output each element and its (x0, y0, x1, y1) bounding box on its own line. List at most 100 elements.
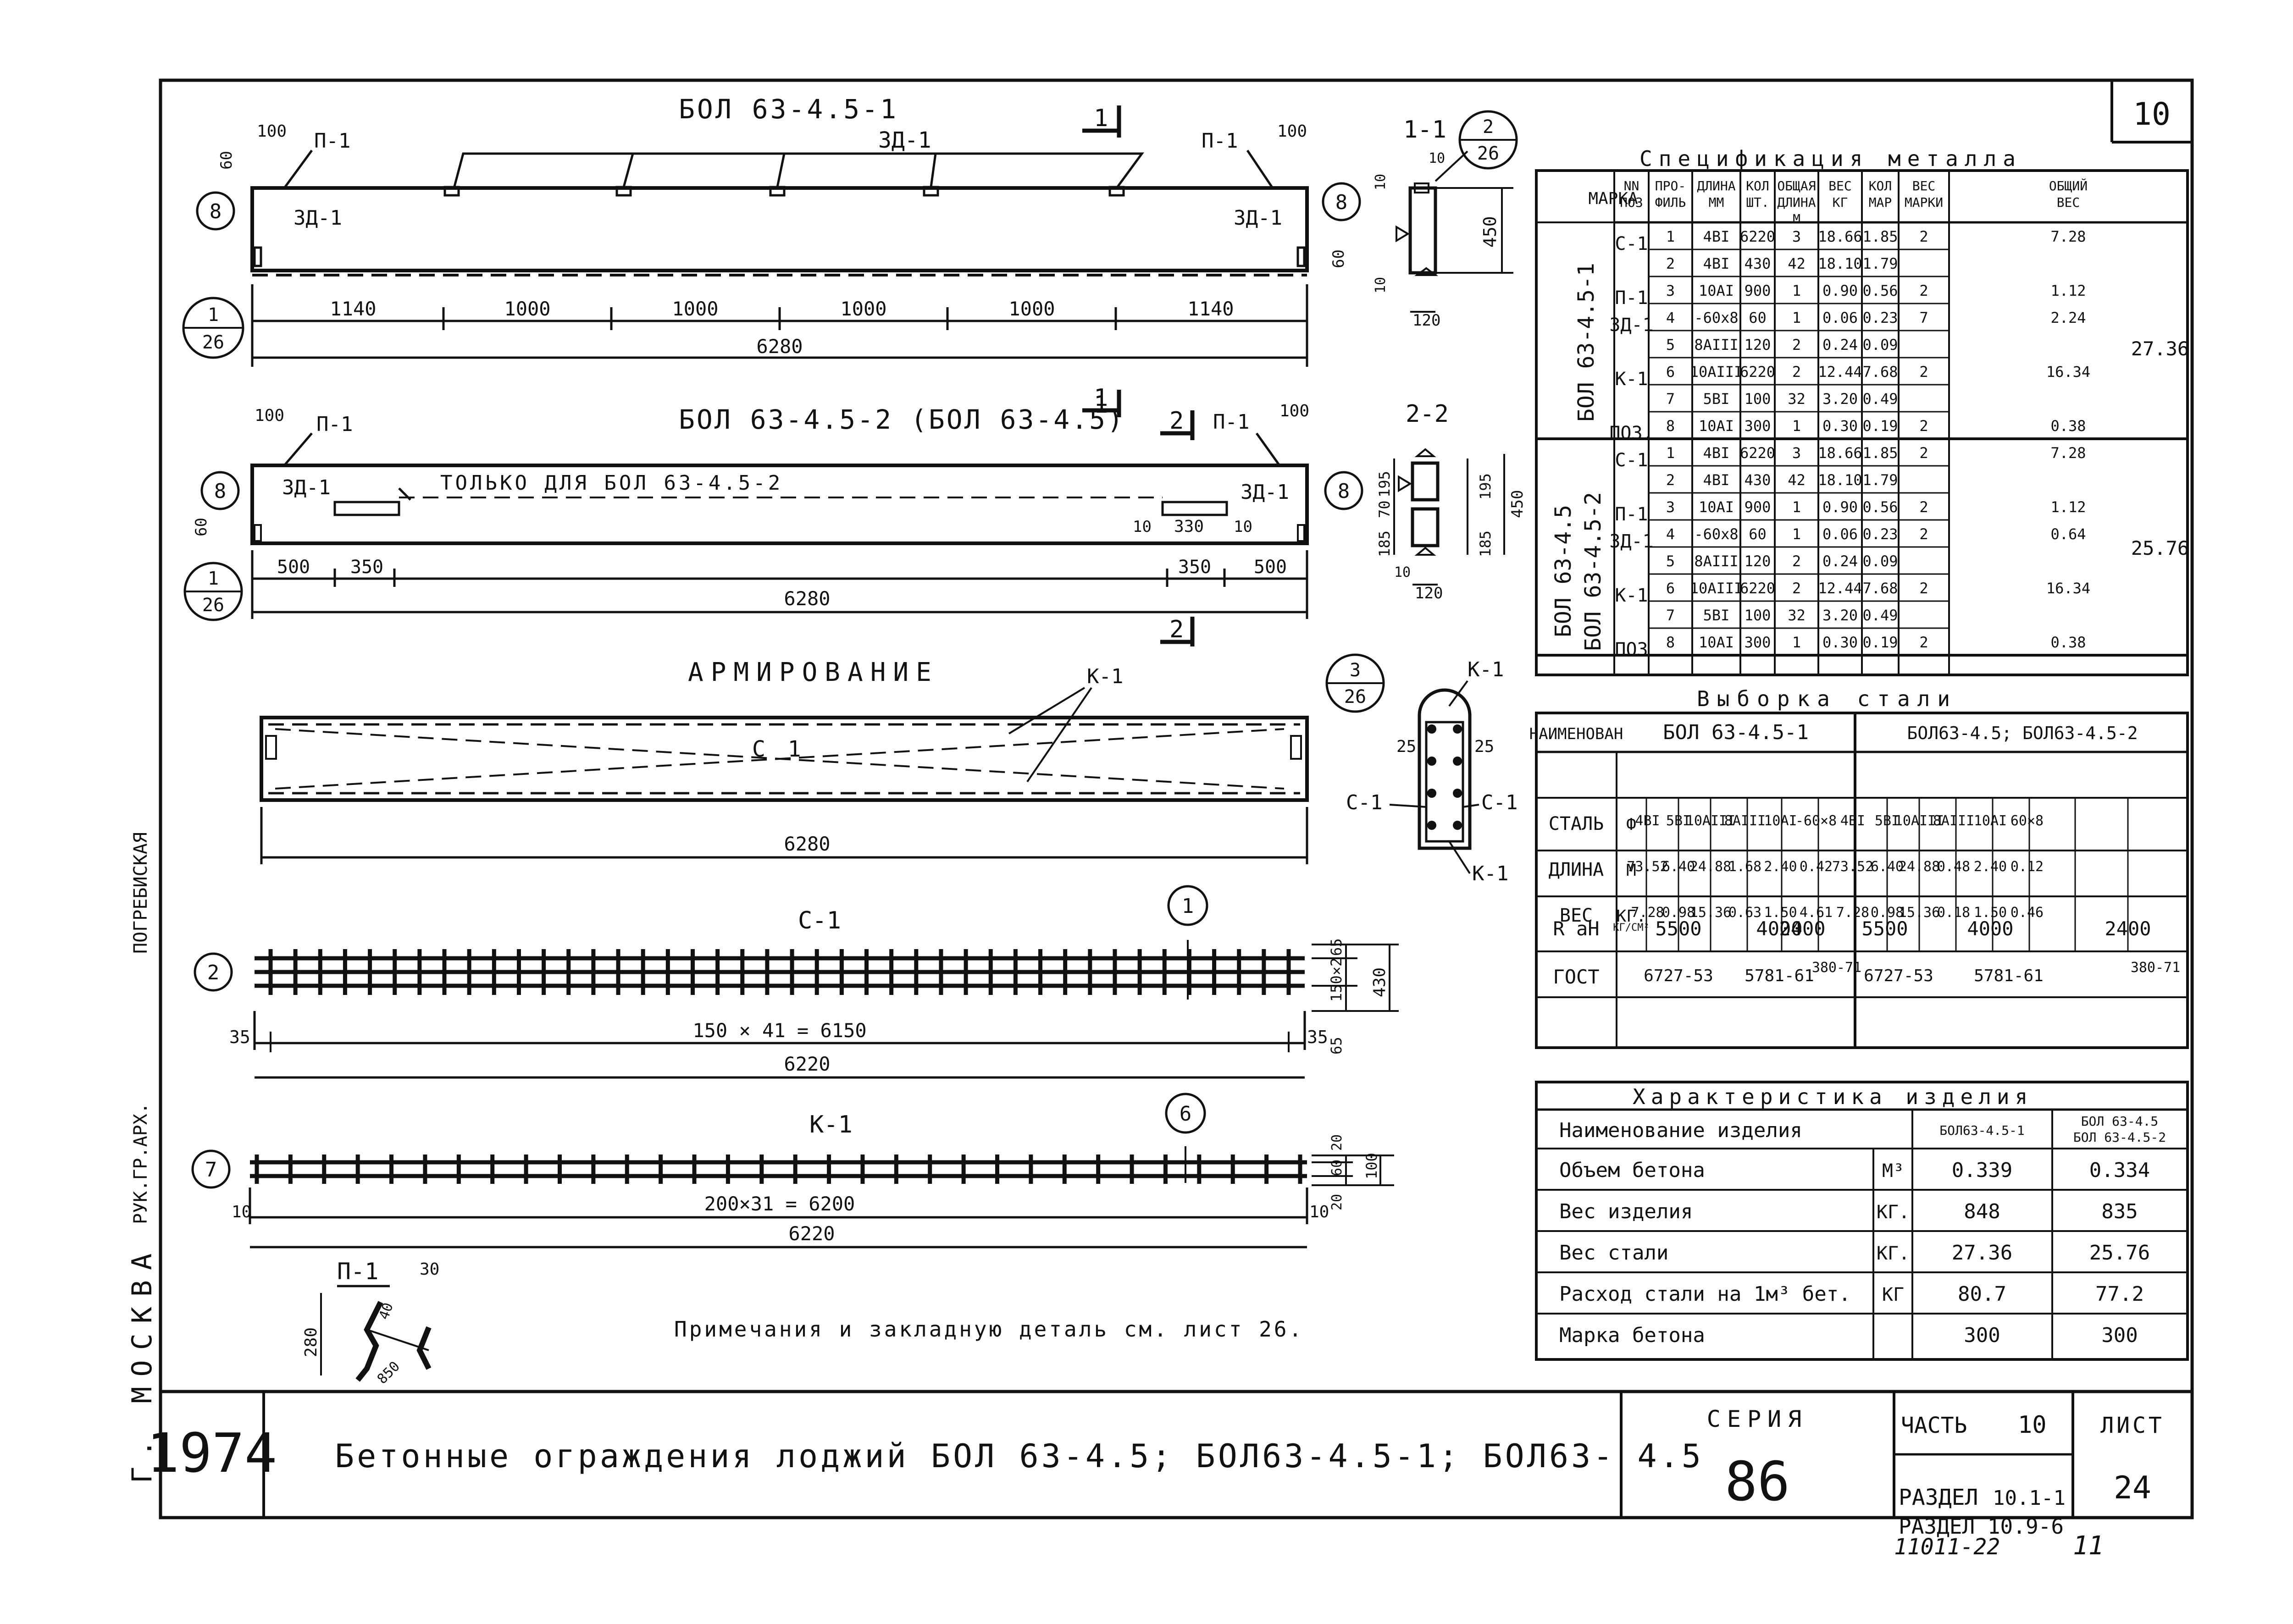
spec-cell: 4 (1666, 309, 1675, 326)
dim-65-bottom: 65 (1328, 1037, 1345, 1055)
spec-cell: 2 (1792, 552, 1801, 570)
spec-cell: 2 (1919, 363, 1928, 381)
svg-text:26: 26 (1477, 143, 1499, 164)
spec-cell: 12.44 (1818, 580, 1862, 597)
svg-text:3: 3 (1350, 660, 1361, 681)
spec-cell: 300 (1745, 634, 1771, 651)
spec-cell: 2 (1919, 417, 1928, 435)
spec-header: КОЛ (1746, 178, 1769, 193)
spec-cell: 6220 (1740, 580, 1775, 597)
city: Г. МОСКВА (126, 1243, 158, 1483)
steel-cell: 1.50 (1764, 905, 1797, 921)
spec-mark: П-1 (1615, 504, 1648, 525)
spec-mark: С-1 (1615, 450, 1648, 471)
dim-100-left: 100 (257, 122, 287, 141)
spec-cell: 1.85 (1862, 444, 1898, 462)
section-2-2: 2-2 195 70 185 195 185 450 120 10 (1376, 400, 1527, 602)
spec-cell: 1 (1792, 417, 1801, 435)
spec-cell: 0.56 (1862, 498, 1898, 516)
spec-mark: ЗД-1 (1609, 315, 1653, 336)
dim-60-right: 60 (1329, 249, 1348, 268)
spec-cell: 10АI (1699, 282, 1734, 299)
sheet-value: 24 (2114, 1470, 2151, 1506)
spec-cell: 0.49 (1862, 390, 1898, 408)
spec-table: Спецификация металла МАРКАNNПОЗПРО-ФИЛЬД… (1535, 146, 2189, 676)
zd1-label-right-2: ЗД-1 (1241, 481, 1289, 504)
svg-text:1: 1 (208, 568, 219, 589)
cut-2-bottom: 2 (1169, 616, 1184, 643)
callout-2-c1: 2 (194, 952, 233, 992)
sec11-title: 1-1 (1403, 116, 1446, 144)
spec-cell: 0.30 (1822, 634, 1858, 651)
spec-cell: 7.28 (2050, 228, 2086, 245)
steel-cell: 7.28 (1631, 905, 1664, 921)
p1-label-left: П-1 (314, 129, 350, 153)
steel-ra-cell: 5500 (1655, 917, 1701, 940)
spec-header: NN (1624, 178, 1639, 193)
svg-text:8: 8 (1335, 191, 1348, 214)
spec-header: ПРО- (1655, 178, 1686, 193)
dim-450-a: 450 (1480, 216, 1500, 248)
char-col-2: БОЛ 63-4.5-2 (2073, 1130, 2166, 1145)
sheet-label: ЛИСТ (2100, 1413, 2165, 1438)
char-table: Характеристика изделия Наименование изде… (1535, 1081, 2189, 1361)
spec-cell: 2.24 (2050, 309, 2086, 326)
dim-150x2: 150×2 (1328, 958, 1345, 1002)
spec-cell: 32 (1788, 607, 1806, 624)
dim-100-left-2: 100 (255, 406, 284, 425)
spec-cell: 7.68 (1862, 580, 1898, 597)
k1-title: К-1 (809, 1111, 853, 1138)
dim-10-k1-left: 10 (232, 1203, 251, 1221)
zd1-label-top: ЗД-1 (878, 127, 931, 153)
steel-cell: -60×8 (1795, 813, 1837, 829)
spec-header: ОБЩАЯ (1777, 178, 1816, 193)
dim-100-k1: 100 (1363, 1153, 1380, 1179)
steel-cell: 0.18 (1937, 905, 1970, 921)
spec-cell: 18.10 (1818, 471, 1862, 489)
steel-title: Выборка стали (1697, 686, 1957, 711)
steel-cell: 10АIII (1686, 813, 1735, 829)
zd1-label-left: ЗД-1 (294, 206, 342, 230)
spec-cell: 6 (1666, 363, 1675, 381)
sheet-title: Бетонные ограждения лоджий БОЛ 63-4.5; Б… (335, 1437, 1704, 1475)
p1-label-left-2: П-1 (316, 413, 353, 436)
dim-10-c: 10 (1373, 277, 1389, 293)
cut-1-bottom: 1 (1094, 384, 1108, 412)
svg-text:8: 8 (1338, 480, 1350, 503)
svg-text:8: 8 (214, 480, 227, 503)
below-section: РАЗДЕЛ 10.9-6 (1899, 1514, 2064, 1539)
spec-cell: 0.23 (1862, 525, 1898, 543)
dim-10-b: 10 (1373, 174, 1389, 190)
spec-cell: 1 (1792, 634, 1801, 651)
spec-header: ММ (1709, 195, 1724, 210)
char-row-value: 848 (1964, 1200, 2000, 1223)
steel-gost-label: ГОСТ (1553, 966, 1599, 988)
spec-cell: 0.90 (1822, 282, 1858, 299)
steel-ra-label: R аН (1553, 917, 1599, 940)
spec-cell: 0.49 (1862, 607, 1898, 624)
steel-row-label: ДЛИНА (1549, 859, 1604, 880)
steel-name-label: НАИМЕНОВАН (1529, 725, 1623, 743)
steel-cell: 2.40 (1764, 859, 1797, 875)
cage-c1: С-1 65 150×2 65 430 35 35 150 × 41 = 615… (229, 907, 1399, 1079)
dim-6220-k1: 6220 (788, 1222, 835, 1245)
spec-mark: ПОЗ. (1609, 423, 1653, 444)
spec-cell: 1.12 (2050, 498, 2086, 516)
spec-cell: 5 (1666, 552, 1675, 570)
steel-cell: 10АI (1974, 813, 2007, 829)
steel-cell: 8АIII (1724, 813, 1766, 829)
char-row-value: 300 (1964, 1324, 2000, 1347)
steel-cell: 6.40 (1871, 859, 1904, 875)
dim-k1-total: 200×31 = 6200 (704, 1193, 855, 1215)
callout-6-k1: 6 (1165, 1093, 1206, 1134)
part-label: ЧАСТЬ (1901, 1413, 1967, 1438)
char-row-label: Расход стали на 1м³ бет. (1559, 1282, 1851, 1306)
spec-cell: -60х8 (1694, 525, 1738, 543)
spec-cell: 8АIII (1694, 336, 1738, 354)
spec-cell: 18.66 (1818, 444, 1862, 462)
svg-text:1: 1 (208, 304, 219, 326)
steel-cell: 5ВI (1666, 813, 1691, 829)
spec-mark: К-1 (1615, 585, 1648, 606)
spec-cell: 1 (1792, 525, 1801, 543)
detail-p1: П-1 280 30 850 40 (302, 1258, 439, 1387)
